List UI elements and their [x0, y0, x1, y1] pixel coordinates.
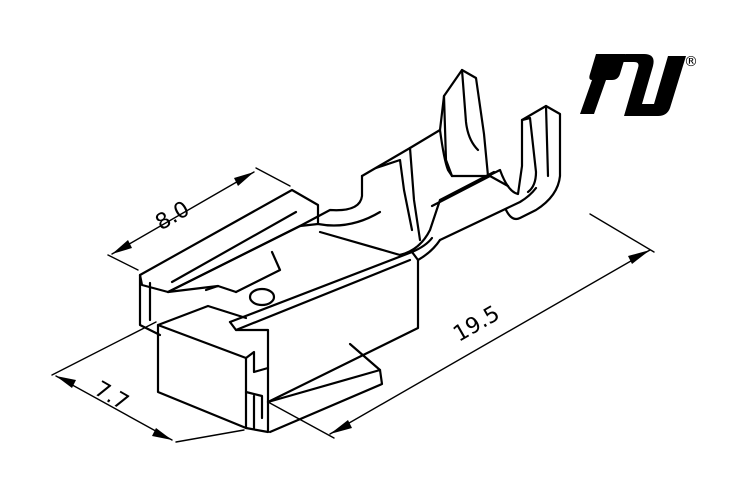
dimension-height: 7.7: [51, 321, 245, 443]
dimension-width-label: 8.0: [151, 197, 194, 236]
dimension-length-label: 19.5: [449, 301, 504, 347]
registered-symbol: ®: [684, 54, 698, 70]
terminal-outline: [138, 68, 562, 434]
ul-recognized-mark-icon: ®: [580, 54, 698, 116]
dimension-length: 19.5: [267, 213, 655, 439]
dimension-height-label: 7.7: [90, 377, 133, 416]
dimension-width: 8.0: [107, 167, 291, 271]
